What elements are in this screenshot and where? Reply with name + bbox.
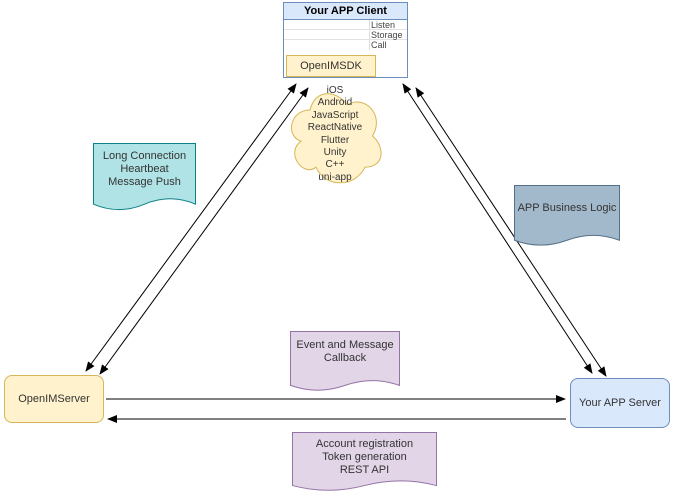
node-platforms-cloud[interactable]: iOS Android JavaScript ReactNative Flutt… — [285, 84, 385, 188]
edge-openimserver-openimsdk-2[interactable] — [99, 87, 309, 375]
client-title: Your APP Client — [284, 3, 407, 20]
node-your-app-server[interactable]: Your APP Server — [570, 378, 670, 428]
node-your-app-client[interactable]: Your APP Client Listen Storage Call Open… — [283, 2, 408, 78]
document-shape-icon — [514, 185, 620, 246]
edge-openimserver-openimsdk-1[interactable] — [85, 83, 297, 372]
note-event-callback[interactable]: Event and Message Callback — [290, 331, 400, 395]
node-openim-server[interactable]: OpenIMServer — [4, 375, 104, 423]
client-row-call: Call — [371, 40, 387, 50]
node-openim-server-label: OpenIMServer — [18, 393, 90, 405]
edge-appserver-appclient-2[interactable] — [415, 87, 607, 377]
note-app-business-logic-label: APP Business Logic — [517, 202, 617, 214]
note-rest-api-label: Account registration Token generation RE… — [315, 438, 414, 476]
node-your-app-server-label: Your APP Server — [579, 397, 661, 409]
note-long-connection[interactable]: Long Connection Heartbeat Message Push — [93, 143, 196, 215]
node-openimsdk[interactable]: OpenIMSDK — [286, 55, 376, 77]
note-long-connection-label: Long Connection Heartbeat Message Push — [102, 150, 187, 188]
document-shape-icon — [290, 331, 400, 391]
note-rest-api[interactable]: Account registration Token generation RE… — [292, 432, 437, 495]
note-event-callback-label: Event and Message Callback — [296, 339, 394, 364]
client-column-divider — [369, 20, 370, 50]
note-app-business-logic[interactable]: APP Business Logic — [514, 185, 620, 250]
client-row-storage: Storage — [284, 30, 407, 40]
cloud-icon — [291, 93, 382, 184]
client-row-listen: Listen — [284, 20, 407, 30]
document-shape-icon — [292, 432, 437, 491]
cloud-platform-list: iOS Android JavaScript ReactNative Flutt… — [307, 85, 363, 183]
document-shape-icon — [93, 143, 196, 211]
